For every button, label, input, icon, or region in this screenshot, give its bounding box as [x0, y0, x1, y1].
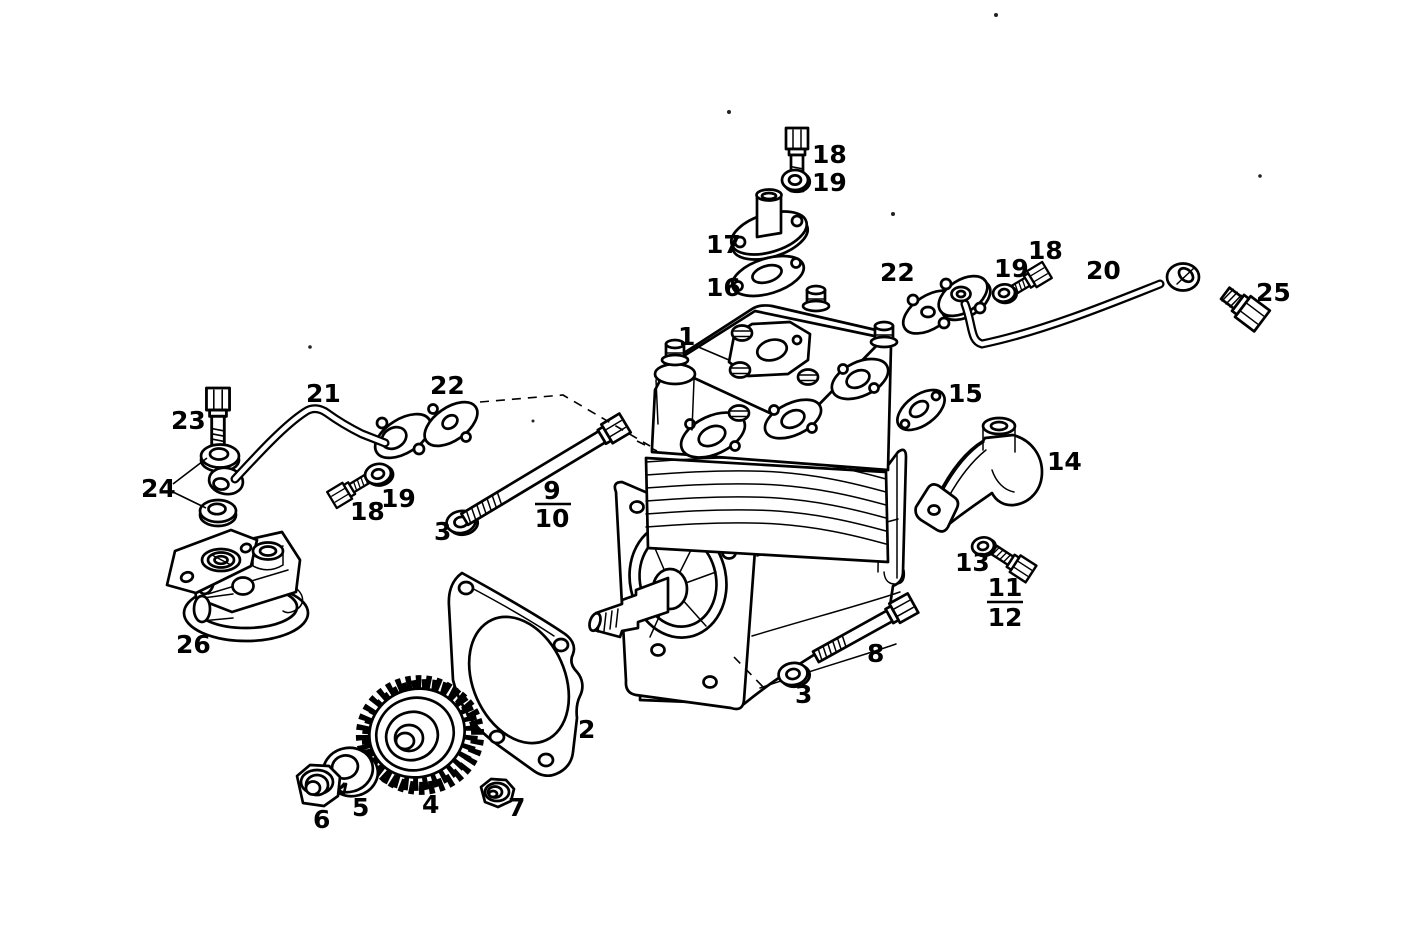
callout-8: 8 — [867, 639, 884, 668]
callout-23: 23 — [171, 406, 206, 435]
callout-21: 21 — [306, 379, 341, 408]
part-7-nut — [479, 777, 516, 809]
callout-25: 25 — [1256, 278, 1291, 307]
callout-13: 13 — [955, 548, 990, 577]
part-6-nut — [295, 763, 342, 808]
part-17-flange-fitting — [729, 188, 810, 261]
part-14-elbow-fitting — [914, 416, 1044, 533]
callout-2: 2 — [578, 715, 595, 744]
part-1-compressor-body — [588, 284, 908, 711]
callout-14: 14 — [1047, 447, 1082, 476]
part-number-labels: 1 2 3 3 4 5 6 7 8 13 14 15 16 17 18 18 1… — [141, 140, 1291, 834]
callout-10: 10 — [535, 504, 570, 533]
callout-16: 16 — [706, 273, 741, 302]
callout-6: 6 — [313, 805, 330, 834]
callout-19-left: 19 — [381, 484, 416, 513]
part-19-washer-top — [780, 168, 812, 194]
part-25-plug-bolt — [1219, 286, 1272, 333]
callout-18-left: 18 — [350, 497, 385, 526]
callout-3-mid: 3 — [434, 517, 451, 546]
callout-18-right: 18 — [1028, 236, 1063, 265]
callout-11-12: 11 12 — [987, 573, 1023, 632]
callout-19-right: 19 — [994, 254, 1029, 283]
callout-12: 12 — [988, 603, 1023, 632]
callout-9-10: 9 10 — [535, 476, 571, 533]
part-15-gasket — [896, 388, 946, 432]
callout-7: 7 — [508, 793, 525, 822]
paper-specks — [308, 13, 1262, 423]
callout-9: 9 — [543, 476, 560, 505]
callout-26: 26 — [176, 630, 211, 659]
part-20-delivery-pipe — [937, 262, 1201, 349]
callout-3-bottom: 3 — [795, 680, 812, 709]
callout-22-right: 22 — [880, 258, 915, 287]
callout-17: 17 — [706, 230, 741, 259]
part-24-washers-banjo — [198, 443, 245, 528]
callout-19-top: 19 — [812, 168, 847, 197]
callout-20: 20 — [1086, 256, 1121, 285]
part-4-drive-gear — [355, 675, 485, 795]
callout-24: 24 — [141, 474, 176, 503]
callout-15: 15 — [948, 379, 983, 408]
part-21-oil-pipe — [230, 404, 433, 484]
callout-4: 4 — [422, 790, 439, 819]
part-22-gasket-left — [423, 400, 479, 448]
part-26-filter-head — [165, 528, 310, 643]
callout-11: 11 — [988, 573, 1023, 602]
callout-18-top: 18 — [812, 140, 847, 169]
leader-lines — [172, 345, 767, 691]
callout-22-left: 22 — [430, 371, 465, 400]
part-16-gasket — [730, 254, 806, 298]
callout-1: 1 — [678, 322, 695, 351]
callout-5: 5 — [352, 793, 369, 822]
